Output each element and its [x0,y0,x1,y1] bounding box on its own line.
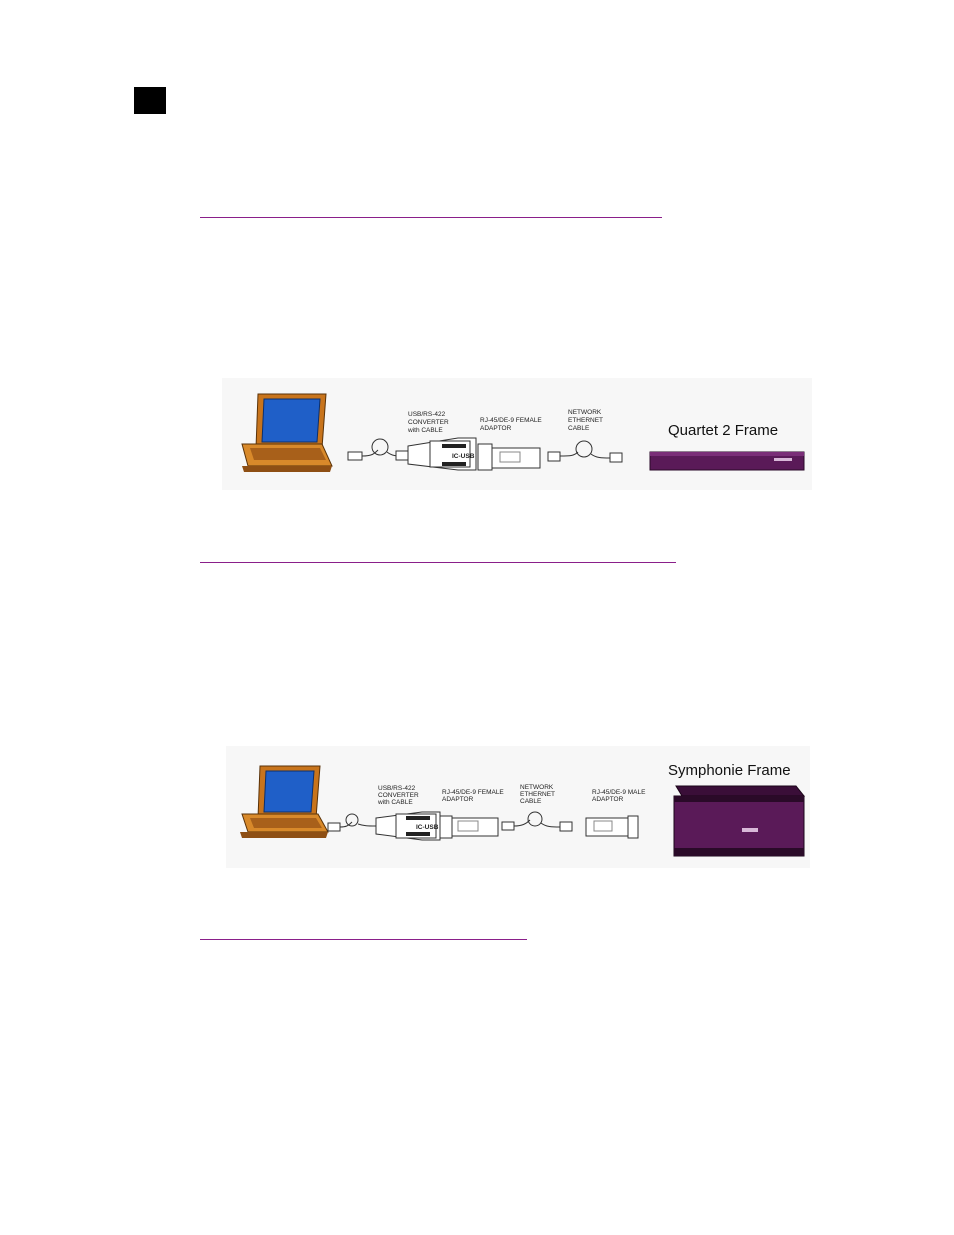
female-adaptor-icon [477,443,541,471]
female-adaptor-icon [439,815,499,839]
network-cable-icon [501,811,573,832]
male-adaptor-label: RJ-45/DE-9 MALE ADAPTOR [592,789,647,803]
network-cable-label: NETWORK ETHERNET CABLE [568,409,605,432]
section-rule-2 [200,562,676,563]
laptop-icon [240,765,329,838]
laptop-icon [241,393,333,472]
section-tab-marker [134,87,166,114]
quartet-frame-icon [649,451,805,471]
male-adaptor-icon [585,815,639,839]
converter-label: USB/RS-422 CONVERTER with CABLE [377,785,421,806]
section-rule-1 [200,217,662,218]
usb-cable-icon [327,813,377,832]
section-rule-3 [200,939,527,940]
usb-rs422-converter-icon: IC-USB [375,811,441,841]
quartet-connection-diagram: IC-USB USB/RS-422 CONVERTER with CABLE R… [222,378,812,490]
symphonie-frame-icon [673,785,806,857]
converter-mark: IC-USB [452,453,475,460]
frame-title: Quartet 2 Frame [668,422,778,439]
female-adaptor-label: RJ-45/DE-9 FEMALE ADAPTOR [480,417,544,432]
converter-label: USB/RS-422 CONVERTER with CABLE [407,411,451,434]
symphonie-connection-diagram: IC-USB USB/RS-422 CONVERTER with CABLE R… [226,746,810,868]
female-adaptor-label: RJ-45/DE-9 FEMALE ADAPTOR [442,789,506,803]
network-cable-label: NETWORK ETHERNET CABLE [520,784,557,805]
network-cable-icon [547,440,623,463]
usb-rs422-converter-icon: IC-USB [407,437,477,471]
frame-title: Symphonie Frame [668,762,791,779]
converter-mark: IC-USB [416,824,439,831]
